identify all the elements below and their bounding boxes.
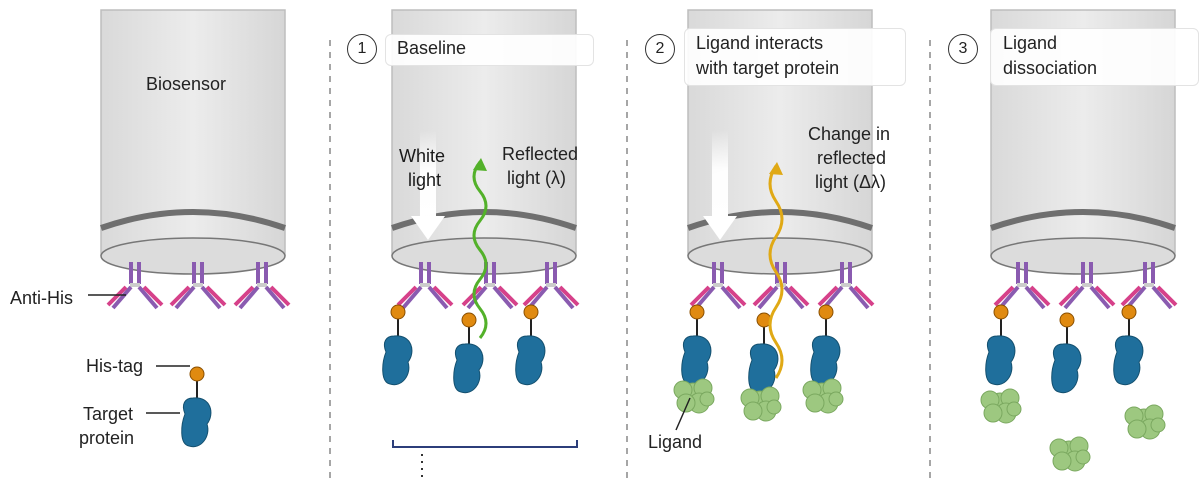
biosensor-tip (100, 9, 286, 275)
change-light-label-3: light (Δλ) (815, 172, 887, 192)
his-tag-bead (461, 312, 477, 328)
step-1-number: 1 (347, 34, 377, 64)
his-tagged-target-protein (1051, 312, 1082, 394)
his-tagged-target-protein (673, 304, 715, 414)
step-1-title: Baseline (397, 38, 467, 58)
ligand-blob (802, 378, 844, 414)
anti-his-antibody (461, 262, 519, 310)
his-tagged-target-protein (453, 312, 484, 394)
step-2-box (684, 28, 906, 86)
his-tag-bead (1059, 312, 1075, 328)
white-light-label-1: White (399, 146, 446, 166)
step-3-box (990, 28, 1199, 86)
step-1-box (385, 34, 594, 66)
step-3-title-line2: dissociation (1003, 58, 1098, 78)
anti-his-antibody (396, 262, 454, 310)
his-tag-bead (189, 366, 205, 382)
anti-his-antibody (522, 262, 580, 310)
target-protein-blob (181, 397, 212, 448)
anti-his-antibody (689, 262, 747, 310)
ligand-blob (673, 378, 715, 414)
step-2-number: 2 (645, 34, 675, 64)
white-light-shaft (712, 130, 728, 218)
his-tagged-target-protein (802, 304, 844, 414)
ligand-blob (740, 386, 782, 422)
reflected-light-label-2: light (λ) (507, 168, 567, 188)
his-tagged-target-protein (1113, 304, 1144, 386)
his-tag-bead (390, 304, 406, 320)
target-protein-blob (515, 335, 546, 386)
his-tag-bead (818, 304, 834, 320)
reflected-light-wave (768, 165, 784, 379)
white-light-arrowhead (411, 216, 445, 240)
his-tagged-target-protein (985, 304, 1016, 386)
ligand-leader (675, 397, 691, 431)
step-2-title-line1: Ligand interacts (696, 33, 824, 53)
his-tag-bead (1121, 304, 1137, 320)
reflected-light-arrowhead (769, 162, 783, 175)
his-tag-bead (689, 304, 705, 320)
change-light-label-2: reflected (817, 148, 887, 168)
step-3-title-line1: Ligand (1003, 33, 1058, 53)
target-protein-blob (748, 343, 779, 394)
target-protein-blob (810, 335, 841, 386)
his-tag-label: His-tag (86, 356, 144, 376)
anti-his-antibody (169, 262, 227, 310)
target-protein-blob (1113, 335, 1144, 386)
his-tag-bead (993, 304, 1009, 320)
target-protein-blob (985, 335, 1016, 386)
change-light-label-1: Change in (808, 124, 891, 144)
ligand-blob (980, 388, 1022, 424)
sensor-layer-arc (100, 209, 286, 231)
sensor-layer-arc (990, 209, 1176, 231)
his-tagged-target-protein (515, 304, 546, 386)
ligand-blob (1049, 436, 1091, 472)
target-protein-blob (382, 335, 413, 386)
ligand-blob (1124, 404, 1166, 440)
baseline-bracket (392, 440, 578, 480)
target-protein-blob (1051, 343, 1082, 394)
target-protein-blob (681, 335, 712, 386)
step-2-title-line2: with target protein (696, 58, 840, 78)
sensor-end-ellipse (687, 237, 873, 275)
target-protein-blob (453, 343, 484, 394)
target-protein-label-1: Target (83, 404, 134, 424)
reflected-light-wave (472, 161, 488, 339)
his-tag-bead (523, 304, 539, 320)
anti-his-antibody (106, 262, 164, 310)
ligand-label: Ligand (648, 432, 703, 452)
step-3-number: 3 (948, 34, 978, 64)
target-protein-label-2: protein (79, 428, 135, 448)
anti-his-antibody (1058, 262, 1116, 310)
anti-his-antibody (817, 262, 875, 310)
white-light-shaft (420, 130, 436, 218)
reflected-light-label-1: Reflected (502, 144, 579, 164)
reflected-light-arrowhead (473, 158, 487, 171)
his-tagged-target-protein (740, 312, 782, 422)
anti-his-antibody (1120, 262, 1178, 310)
anti-his-antibody (233, 262, 291, 310)
white-light-arrowhead (703, 216, 737, 240)
anti-his-antibody (993, 262, 1051, 310)
his-tagged-target-protein (382, 304, 413, 386)
biosensor-label: Biosensor (146, 74, 227, 94)
his-tagged-target-protein (181, 366, 212, 448)
anti-his-label: Anti-His (10, 288, 74, 308)
white-light-label-2: light (408, 170, 442, 190)
